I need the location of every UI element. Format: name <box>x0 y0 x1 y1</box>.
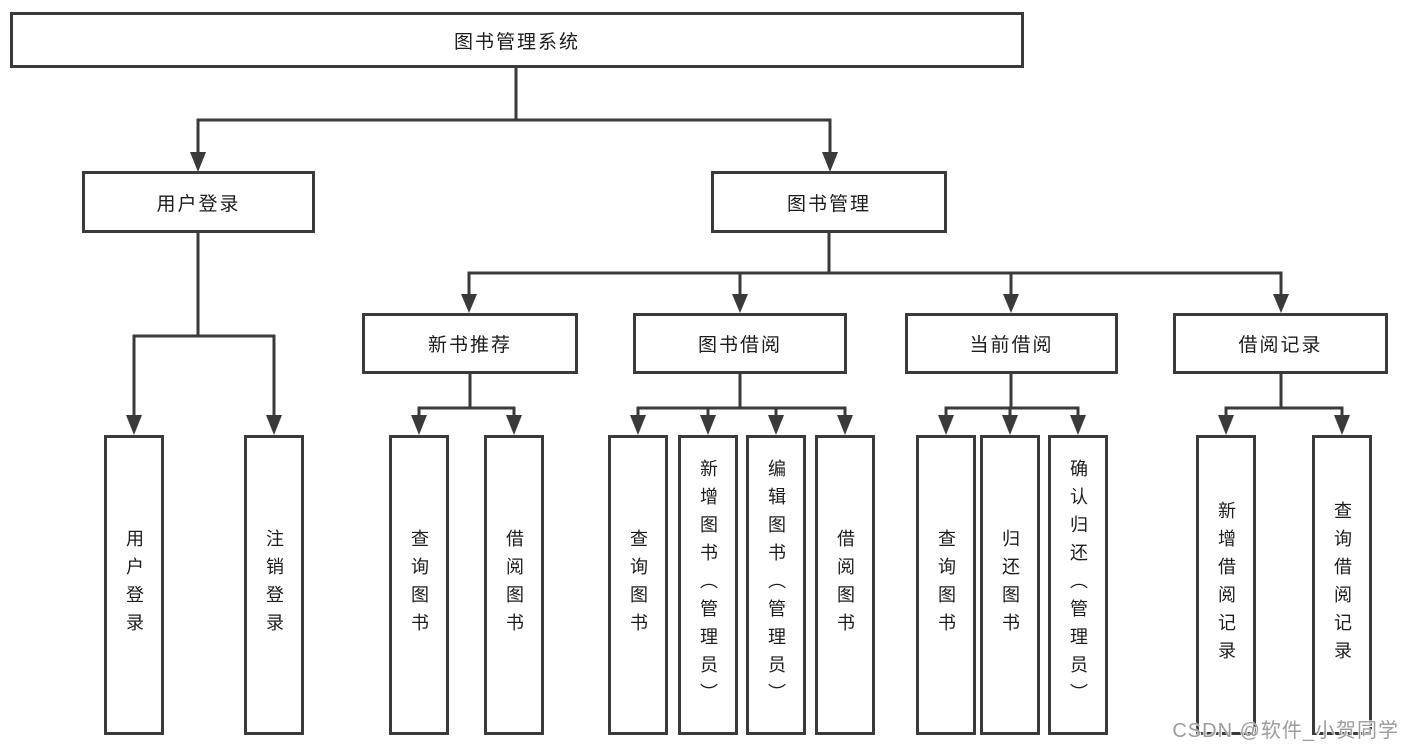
leaf-add-borrow-record: 新增借阅记录 <box>1196 435 1256 735</box>
leaf-edit-book-admin: 编辑图书（管理员） <box>746 435 806 735</box>
leaf-logout-label: 注销登录 <box>264 529 284 641</box>
leaf-borrow-books-borrowing: 借阅图书 <box>815 435 875 735</box>
arrowhead-icon <box>938 415 954 435</box>
arrowhead-icon <box>411 415 427 435</box>
node-new-book-recommend: 新书推荐 <box>362 313 578 374</box>
connector-borrowing-group <box>636 374 847 416</box>
arrowhead-icon <box>461 294 477 313</box>
watermark-text: CSDN @软件_小贺同学 <box>1172 720 1399 742</box>
connector-records-group <box>1224 374 1344 416</box>
node-book-borrowing-label: 图书借阅 <box>697 335 782 356</box>
leaf-borrow-books-recommend: 借阅图书 <box>484 435 544 735</box>
arrowhead-icon <box>126 415 142 435</box>
leaf-add-book-admin-label: 新增图书（管理员） <box>698 459 718 711</box>
leaf-query-books-recommend: 查询图书 <box>389 435 449 735</box>
arrowhead-icon <box>700 415 716 435</box>
arrowhead-icon <box>630 415 646 435</box>
connector-recommend-group <box>417 374 516 416</box>
leaf-query-books-borrowing: 查询图书 <box>608 435 668 735</box>
leaf-borrow-books-borrowing-label: 借阅图书 <box>835 529 855 641</box>
arrowhead-icon <box>1218 415 1234 435</box>
connector-root-to-level2 <box>196 68 832 153</box>
arrowhead-icon <box>1003 294 1019 313</box>
leaf-query-books-borrowing-label: 查询图书 <box>628 529 648 641</box>
node-root-label: 图书管理系统 <box>453 31 580 53</box>
arrowhead-icon <box>732 294 748 313</box>
arrowhead-icon <box>266 415 282 435</box>
leaf-add-borrow-record-label: 新增借阅记录 <box>1216 501 1236 669</box>
leaf-edit-book-admin-label: 编辑图书（管理员） <box>766 459 786 711</box>
leaf-return-book: 归还图书 <box>980 435 1040 735</box>
node-current-borrowing: 当前借阅 <box>905 313 1118 374</box>
leaf-confirm-return-admin: 确认归还（管理员） <box>1048 435 1108 735</box>
node-new-book-recommend-label: 新书推荐 <box>427 335 512 356</box>
leaf-query-books-current-label: 查询图书 <box>936 529 956 641</box>
leaf-query-books-current: 查询图书 <box>916 435 976 735</box>
node-user-login-label: 用户登录 <box>156 193 241 215</box>
node-borrow-records: 借阅记录 <box>1173 313 1388 374</box>
node-book-borrowing: 图书借阅 <box>633 313 847 374</box>
leaf-query-borrow-record-label: 查询借阅记录 <box>1332 501 1352 669</box>
arrowhead-icon <box>822 152 838 172</box>
node-borrow-records-label: 借阅记录 <box>1238 335 1323 356</box>
node-current-borrowing-label: 当前借阅 <box>969 335 1054 356</box>
node-book-management-label: 图书管理 <box>786 193 871 215</box>
leaf-query-borrow-record: 查询借阅记录 <box>1312 435 1372 735</box>
leaf-logout: 注销登录 <box>244 435 304 735</box>
leaf-add-book-admin: 新增图书（管理员） <box>678 435 738 735</box>
leaf-borrow-books-recommend-label: 借阅图书 <box>504 529 524 641</box>
arrowhead-icon <box>1002 415 1018 435</box>
node-user-login: 用户登录 <box>82 171 315 233</box>
connector-current-group <box>944 374 1080 416</box>
leaf-confirm-return-admin-label: 确认归还（管理员） <box>1068 459 1088 711</box>
arrowhead-icon <box>506 415 522 435</box>
connector-book-management-group <box>467 233 1283 295</box>
arrowhead-icon <box>1334 415 1350 435</box>
leaf-query-books-recommend-label: 查询图书 <box>409 529 429 641</box>
leaf-user-login-label: 用户登录 <box>124 529 144 641</box>
connector-user-login-group <box>132 233 276 416</box>
leaf-user-login: 用户登录 <box>104 435 164 735</box>
arrowhead-icon <box>837 415 853 435</box>
arrowhead-icon <box>1070 415 1086 435</box>
arrowhead-icon <box>190 152 206 172</box>
arrowhead-icon <box>768 415 784 435</box>
node-root: 图书管理系统 <box>10 12 1024 68</box>
leaf-return-book-label: 归还图书 <box>1000 529 1020 641</box>
node-book-management: 图书管理 <box>711 171 947 233</box>
arrowhead-icon <box>1273 294 1289 313</box>
